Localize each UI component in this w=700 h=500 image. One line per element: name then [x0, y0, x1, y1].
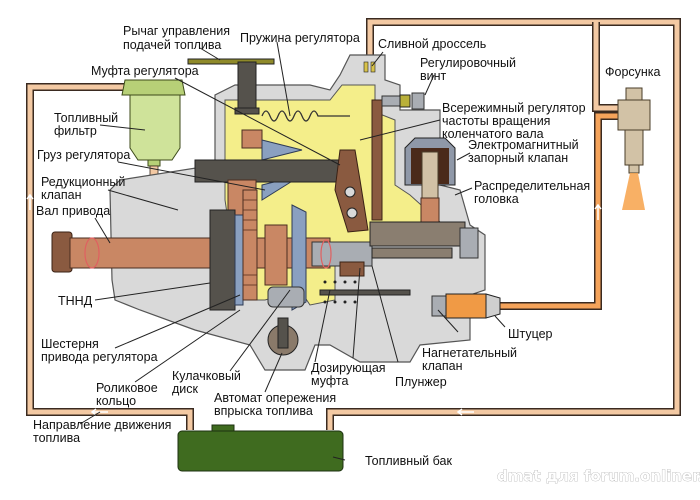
- label-governor-sleeve: Муфта регулятора: [91, 64, 199, 78]
- fuel-control-lever: [187, 58, 275, 65]
- flow-arrow-icon: [456, 408, 474, 416]
- solenoid-valve: [404, 137, 456, 229]
- fuel-tank: [177, 424, 344, 472]
- leader-lines: [79, 41, 506, 461]
- flow-arrow-icon: [594, 203, 602, 220]
- label-plunger: Плунжер: [395, 375, 447, 389]
- label-injector: Форсунка: [605, 65, 661, 79]
- label-fitting: Штуцер: [508, 327, 553, 341]
- watermark: dmat для forum.onliner.by: [497, 467, 700, 485]
- label-drive-shaft: Вал привода: [36, 204, 110, 218]
- fuel-spray: [622, 173, 645, 210]
- fuel-lines: [26, 18, 681, 430]
- label-governor-weights: Груз регулятора: [37, 148, 130, 162]
- label-overflow-throttle: Сливной дроссель: [378, 37, 486, 51]
- label-fuel-tank: Топливный бак: [365, 454, 452, 468]
- label-governor-spring: Пружина регулятора: [240, 31, 360, 45]
- distributor-head: [311, 221, 501, 319]
- flow-arrow-icon: [112, 18, 130, 26]
- drive-shaft-assembly: [51, 189, 331, 356]
- governor-spring: [261, 110, 350, 122]
- flow-arrow-icon: [26, 193, 34, 210]
- label-low-pressure-pump: ТННД: [58, 294, 93, 308]
- injector: [617, 87, 651, 210]
